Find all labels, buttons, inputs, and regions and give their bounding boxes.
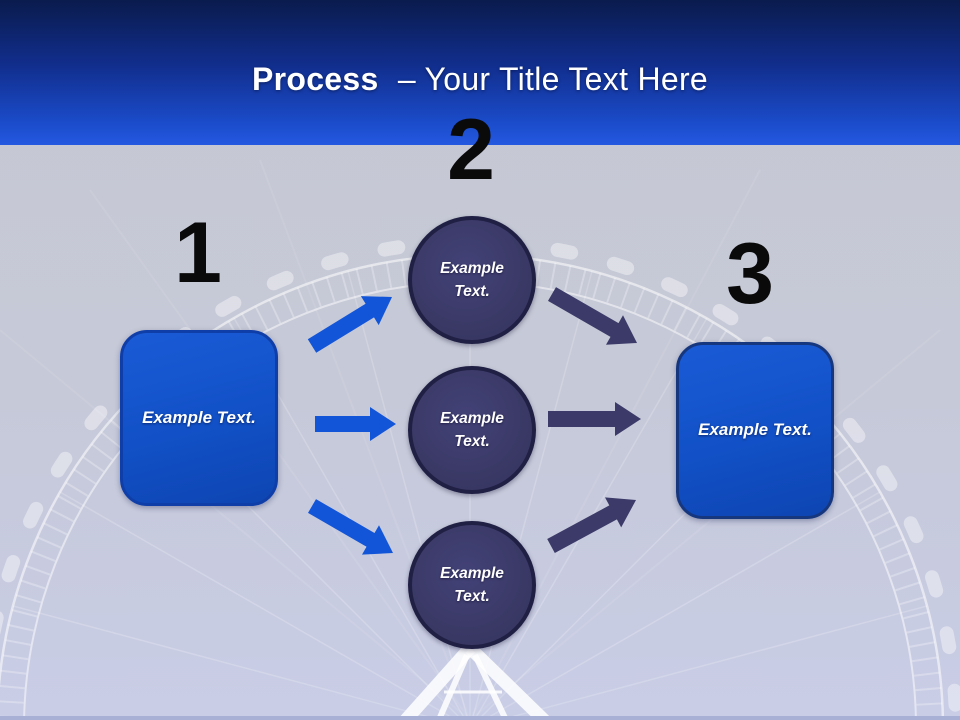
step-number-2: 2 — [447, 102, 495, 198]
title-band: Process – Your Title Text Here — [0, 0, 960, 145]
step2-circle-top: Example Text. — [408, 216, 536, 344]
footer-strip — [0, 716, 960, 720]
step-number-1: 1 — [174, 205, 222, 301]
step2-circle-bottom-label: Example Text. — [440, 564, 504, 605]
arrow-bottom-circle-to-right-box — [547, 497, 636, 553]
step1-box-label: Example Text. — [142, 407, 256, 427]
step2-circle-middle: Example Text. — [408, 366, 536, 494]
step1-box: Example Text. — [120, 330, 278, 506]
step3-box: Example Text. — [676, 342, 834, 519]
title-rest: – Your Title Text Here — [397, 61, 709, 97]
step3-box-label: Example Text. — [698, 420, 812, 440]
step2-circle-middle-label: Example Text. — [440, 409, 504, 450]
step2-circle-bottom: Example Text. — [408, 521, 536, 649]
title-emphasis: Process — [251, 61, 379, 97]
arrow-left-box-to-middle-circle — [315, 407, 396, 441]
step2-circle-top-label: Example Text. — [440, 259, 504, 300]
page-title: Process – Your Title Text Here — [252, 47, 708, 98]
arrow-middle-circle-to-right-box — [548, 402, 641, 436]
arrow-left-box-to-bottom-circle — [308, 499, 393, 555]
arrow-top-circle-to-right-box — [548, 287, 637, 345]
step-number-3: 3 — [726, 226, 774, 322]
arrow-left-box-to-top-circle — [307, 296, 392, 353]
